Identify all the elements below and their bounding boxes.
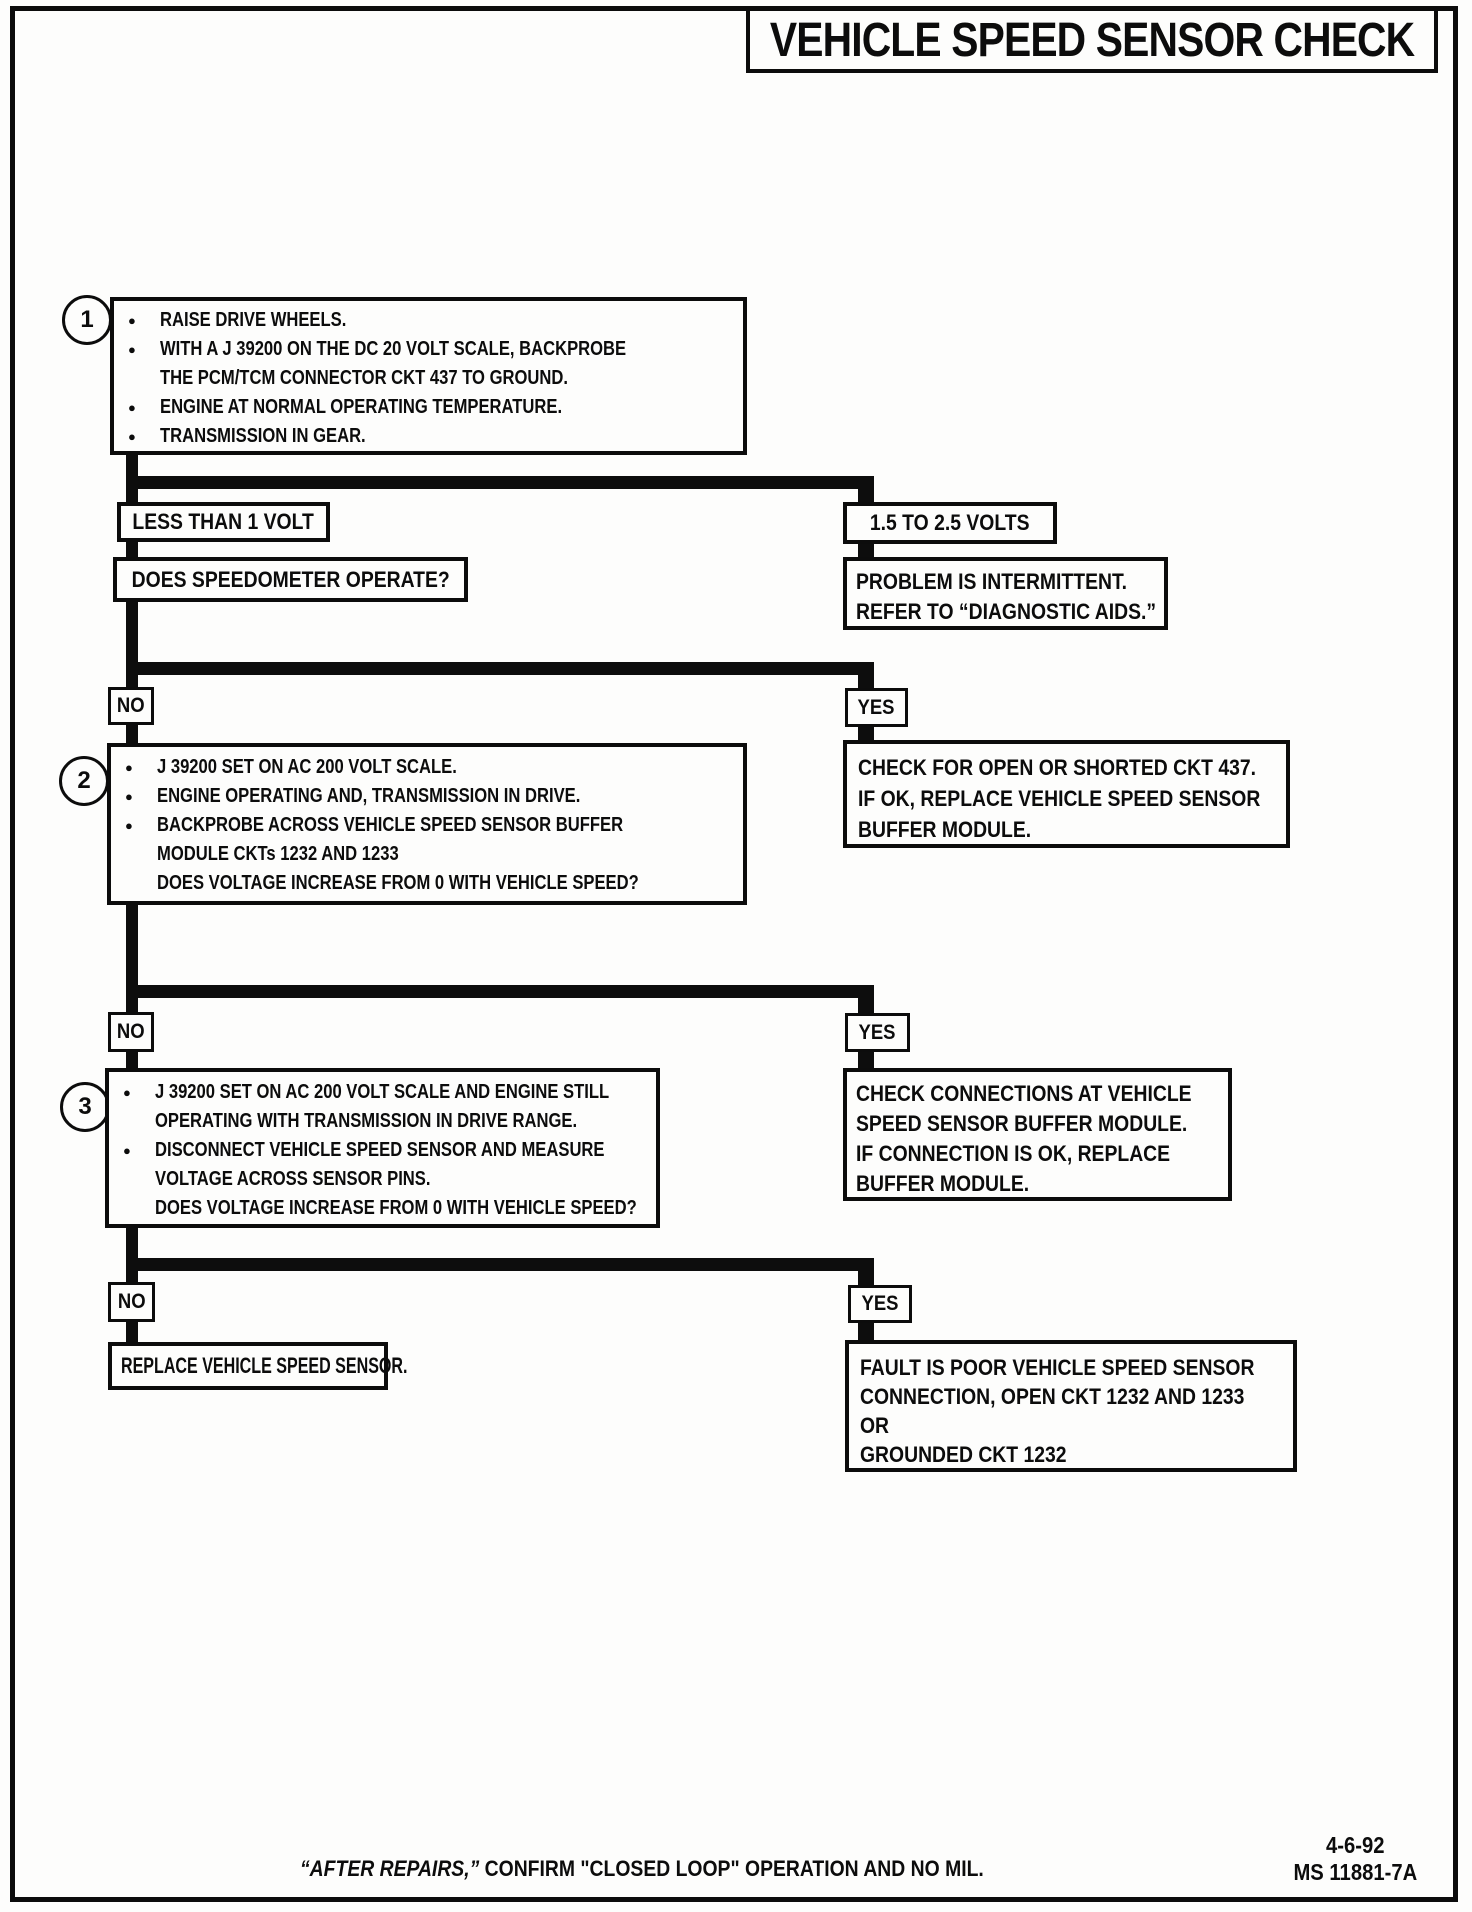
step3-number-circle: 3 [60,1082,110,1132]
footer-date: 4-6-92 [1325,1832,1385,1858]
connector-branch3-bar [126,985,874,998]
intermittent-line: REFER TO “DIAGNOSTIC AIDS.” [856,599,1157,624]
no-box-3: NO [108,1012,154,1052]
step2-line: MODULE CKTs 1232 AND 1233 [157,843,399,865]
step1-line: ENGINE AT NORMAL OPERATING TEMPERATURE. [160,396,563,418]
buffer-line: BUFFER MODULE. [856,1171,1030,1196]
fault-line: GROUNDED CKT 1232 [860,1442,1067,1467]
bullet-icon: ● [125,760,133,775]
connector-step3-down [126,1228,138,1282]
step2-box: ● J 39200 SET ON AC 200 VOLT SCALE. ● ENGI… [107,743,747,905]
intermittent-box: PROBLEM IS INTERMITTENT. REFER TO “DIAGN… [843,557,1168,630]
step3-box: ● J 39200 SET ON AC 200 VOLT SCALE AND EN… [105,1068,660,1228]
connector-branch4-right-stub [858,1271,874,1285]
volt-low-label: LESS THAN 1 VOLT [132,509,315,534]
bullet-icon: ● [128,342,136,357]
step3-line: J 39200 SET ON AC 200 VOLT SCALE AND ENG… [155,1081,610,1103]
step1-number-circle: 1 [62,295,112,345]
bullet-icon: ● [123,1143,131,1158]
no-box-2: NO [108,687,154,725]
connector-no2-step2 [126,725,138,743]
connector-yes3-result [858,1052,874,1068]
no-label: NO [117,1020,145,1043]
volt-low-box: LESS THAN 1 VOLT [117,502,330,542]
connector-yes2-result [858,727,874,740]
ckt437-result-box: CHECK FOR OPEN OR SHORTED CKT 437. IF OK… [843,740,1290,848]
yes-label: YES [858,695,895,719]
step2-number: 2 [77,767,91,794]
connector-branch1-right-stub [858,489,874,502]
speedometer-question-box: DOES SPEEDOMETER OPERATE? [113,557,468,602]
bullet-icon: ● [123,1085,131,1100]
bullet-icon: ● [128,400,136,415]
footer-doc-number: MS 11881-7A [1293,1859,1417,1885]
step1-line: RAISE DRIVE WHEELS. [160,309,347,331]
yes-box-2: YES [845,688,908,727]
buffer-line: IF CONNECTION IS OK, REPLACE [856,1141,1171,1166]
fault-line: CONNECTION, OPEN CKT 1232 AND 1233 [860,1384,1245,1409]
title-box: VEHICLE SPEED SENSOR CHECK [746,7,1438,73]
buffer-line: SPEED SENSOR BUFFER MODULE. [856,1111,1188,1136]
yes-label: YES [861,1292,899,1315]
yes-box-4: YES [848,1285,912,1323]
bullet-icon: ● [128,313,136,328]
footer-note-italic: “AFTER REPAIRS,” [300,1856,480,1881]
fault-line: FAULT IS POOR VEHICLE SPEED SENSOR [860,1355,1255,1380]
no-label: NO [117,1290,146,1313]
yes-box-3: YES [845,1013,910,1052]
connector-branch1-bar [126,476,874,489]
step3-line: DOES VOLTAGE INCREASE FROM 0 WITH VEHICL… [155,1197,637,1219]
footer-doc-block: 4-6-92 MS 11881-7A [1270,1832,1440,1886]
connector-no3-step3 [126,1052,138,1068]
no-label: NO [117,694,145,717]
footer-note: “AFTER REPAIRS,” CONFIRM "CLOSED LOOP" O… [300,1856,1077,1882]
connector-branch4-bar [126,1258,874,1271]
step1-line: THE PCM/TCM CONNECTOR CKT 437 TO GROUND. [160,367,568,389]
step2-line: ENGINE OPERATING AND, TRANSMISSION IN DR… [157,785,581,807]
step1-line: WITH A J 39200 ON THE DC 20 VOLT SCALE, … [160,338,627,360]
connector-branch2-right-stub [858,675,874,688]
step2-line: BACKPROBE ACROSS VEHICLE SPEED SENSOR BU… [157,814,624,836]
connector-branch2-bar [126,662,874,675]
step3-line: OPERATING WITH TRANSMISSION IN DRIVE RAN… [155,1110,578,1132]
volt-high-label: 1.5 TO 2.5 VOLTS [870,510,1030,535]
ckt437-line: IF OK, REPLACE VEHICLE SPEED SENSOR [858,786,1261,811]
step2-number-circle: 2 [59,756,109,806]
connector-branch3-right-stub [858,998,874,1013]
replace-sensor-label: REPLACE VEHICLE SPEED SENSOR. [121,1353,408,1378]
no-box-4: NO [108,1282,155,1322]
step3-line: VOLTAGE ACROSS SENSOR PINS. [155,1168,431,1190]
page-title: VEHICLE SPEED SENSOR CHECK [769,13,1415,67]
page-border [10,6,1458,1902]
ckt437-line: CHECK FOR OPEN OR SHORTED CKT 437. [858,755,1257,780]
footer-note-text: CONFIRM "CLOSED LOOP" OPERATION AND NO M… [479,1856,984,1881]
connector-yes4-fault [858,1323,874,1340]
speedometer-question: DOES SPEEDOMETER OPERATE? [131,566,450,592]
bullet-icon: ● [128,429,136,444]
footer-note-line: “AFTER REPAIRS,” CONFIRM "CLOSED LOOP" O… [300,1856,984,1882]
step2-line: J 39200 SET ON AC 200 VOLT SCALE. [157,756,457,778]
bullet-icon: ● [125,818,133,833]
bullet-icon: ● [125,789,133,804]
step1-line: TRANSMISSION IN GEAR. [160,425,366,447]
buffer-result-box: CHECK CONNECTIONS AT VEHICLE SPEED SENSO… [843,1068,1232,1201]
replace-sensor-box: REPLACE VEHICLE SPEED SENSOR. [108,1342,407,1390]
intermittent-line: PROBLEM IS INTERMITTENT. [856,569,1128,594]
step3-number: 3 [78,1093,92,1120]
volt-high-box: 1.5 TO 2.5 VOLTS [843,502,1057,544]
buffer-line: CHECK CONNECTIONS AT VEHICLE [856,1081,1192,1106]
connector-no4-replace [126,1322,138,1342]
fault-line: OR [860,1413,890,1438]
step1-box: ● RAISE DRIVE WHEELS. ● WITH A J 39200 ON … [110,297,747,455]
yes-label: YES [859,1020,896,1044]
connector-volthigh-intermittent [858,544,874,557]
connector-voltlow-question [126,542,138,557]
fault-result-box: FAULT IS POOR VEHICLE SPEED SENSOR CONNE… [845,1340,1297,1472]
step3-line: DISCONNECT VEHICLE SPEED SENSOR AND MEAS… [155,1139,605,1161]
ckt437-line: BUFFER MODULE. [858,817,1032,842]
step1-number: 1 [80,306,94,333]
step2-line: DOES VOLTAGE INCREASE FROM 0 WITH VEHICL… [157,872,639,894]
